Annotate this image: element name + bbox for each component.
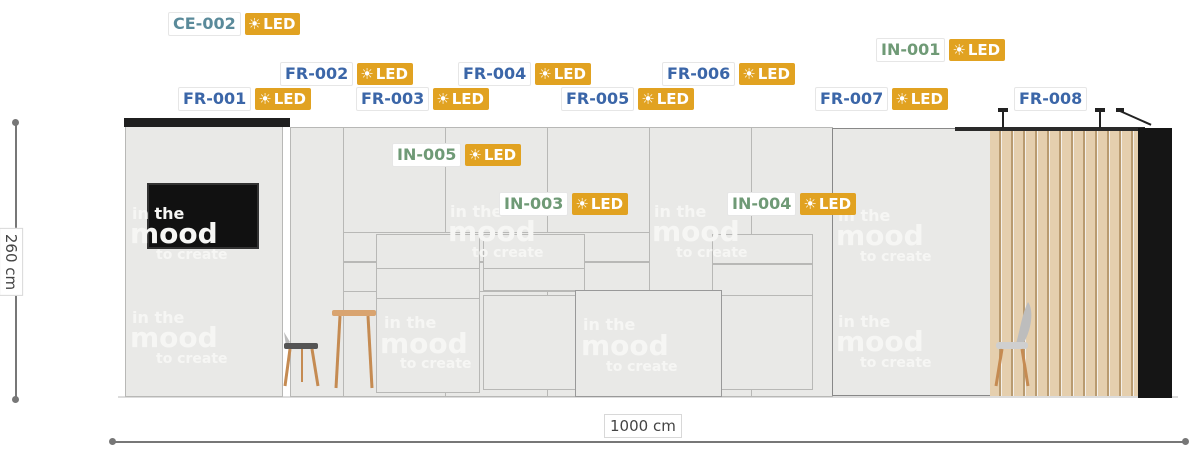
sun-icon: ☀: [575, 195, 589, 213]
led-badge: ☀LED: [244, 13, 301, 35]
counter: [712, 264, 813, 296]
label-code: FR-004: [458, 62, 532, 86]
label-code: FR-006: [662, 62, 736, 86]
back-wall-panel: [290, 127, 344, 397]
label-code: FR-008: [1014, 87, 1088, 111]
wood-slat-wall: [990, 128, 1140, 396]
sun-icon: ☀: [468, 146, 482, 164]
led-label: LED: [590, 195, 624, 213]
label-code: CE-002: [168, 12, 241, 36]
spotlight-stem: [1099, 110, 1101, 128]
label-code: FR-005: [561, 87, 635, 111]
led-label: LED: [263, 15, 296, 33]
led-badge: ☀LED: [357, 63, 414, 85]
dimension-endpoint: [12, 396, 19, 403]
spotlight-stem: [1002, 110, 1004, 128]
sun-icon: ☀: [742, 65, 756, 83]
sun-icon: ☀: [803, 195, 817, 213]
width-dimension-label: 1000 cm: [604, 414, 682, 438]
right-wall: [832, 128, 992, 396]
led-label: LED: [451, 90, 485, 108]
led-badge: ☀LED: [892, 88, 949, 110]
sun-icon: ☀: [258, 90, 272, 108]
spotlight-arm: [1119, 110, 1152, 126]
led-badge: ☀LED: [800, 193, 857, 215]
label-code: FR-001: [178, 87, 252, 111]
counter: [376, 268, 480, 299]
slat-wall-top: [955, 127, 1145, 131]
sun-icon: ☀: [360, 65, 374, 83]
tv-screen: [147, 183, 259, 249]
led-badge: ☀LED: [739, 63, 796, 85]
label-code: IN-003: [499, 192, 569, 216]
label-code: FR-002: [280, 62, 354, 86]
counter: [376, 298, 480, 393]
fr-002-tag: FR-002 ☀LED: [280, 62, 414, 86]
width-dimension-line: [112, 441, 1186, 443]
led-label: LED: [656, 90, 690, 108]
led-badge: ☀LED: [255, 88, 312, 110]
bar-table-icon: [332, 310, 376, 389]
sun-icon: ☀: [952, 41, 966, 59]
fr-003-tag: FR-003 ☀LED: [356, 87, 490, 111]
dimension-endpoint: [109, 438, 116, 445]
fr-006-tag: FR-006 ☀LED: [662, 62, 796, 86]
label-code: FR-007: [815, 87, 889, 111]
counter: [483, 295, 577, 390]
led-badge: ☀LED: [949, 39, 1006, 61]
wall-top-cap: [124, 118, 290, 127]
in-001-tag: IN-001 ☀LED: [876, 38, 1006, 62]
chair-icon: [283, 332, 320, 387]
counter: [483, 268, 585, 291]
dimension-endpoint: [1182, 438, 1189, 445]
fr-008-tag: FR-008: [1014, 87, 1088, 111]
led-label: LED: [273, 90, 307, 108]
label-code: FR-003: [356, 87, 430, 111]
counter: [720, 295, 813, 390]
spotlight-icon: [1116, 108, 1124, 112]
reception-desk: [575, 290, 722, 397]
sun-icon: ☀: [247, 15, 262, 33]
counter: [712, 234, 813, 264]
led-badge: ☀LED: [535, 63, 592, 85]
led-label: LED: [375, 65, 409, 83]
led-label: LED: [910, 90, 944, 108]
height-dimension-label: 260 cm: [0, 227, 24, 297]
label-code: IN-001: [876, 38, 946, 62]
fr-007-tag: FR-007 ☀LED: [815, 87, 949, 111]
led-label: LED: [818, 195, 852, 213]
led-label: LED: [967, 41, 1001, 59]
label-code: IN-005: [392, 143, 462, 167]
led-label: LED: [757, 65, 791, 83]
led-badge: ☀LED: [433, 88, 490, 110]
counter: [483, 234, 585, 269]
led-label: LED: [483, 146, 517, 164]
chair-icon: [994, 302, 1032, 387]
led-badge: ☀LED: [465, 144, 522, 166]
sun-icon: ☀: [538, 65, 552, 83]
led-badge: ☀LED: [638, 88, 695, 110]
ce-002-tag: CE-002 ☀LED: [168, 12, 301, 36]
led-badge: ☀LED: [572, 193, 629, 215]
in-003-tag: IN-003 ☀LED: [499, 192, 629, 216]
fr-005-tag: FR-005 ☀LED: [561, 87, 695, 111]
label-code: IN-004: [727, 192, 797, 216]
led-label: LED: [553, 65, 587, 83]
black-end-panel: [1138, 128, 1172, 398]
in-005-tag: IN-005 ☀LED: [392, 143, 522, 167]
sun-icon: ☀: [436, 90, 450, 108]
floor-line: [118, 396, 1178, 398]
left-wall: [125, 125, 283, 397]
fr-004-tag: FR-004 ☀LED: [458, 62, 592, 86]
dimension-endpoint: [12, 119, 19, 126]
in-004-tag: IN-004 ☀LED: [727, 192, 857, 216]
sun-icon: ☀: [641, 90, 655, 108]
counter: [376, 234, 480, 269]
fr-001-tag: FR-001 ☀LED: [178, 87, 312, 111]
sun-icon: ☀: [895, 90, 909, 108]
